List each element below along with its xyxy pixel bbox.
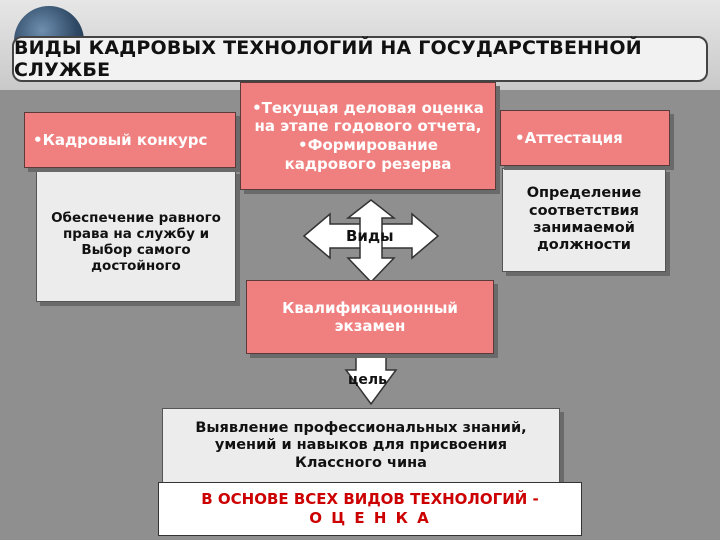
center-top-line-4: кадрового резерва: [284, 154, 452, 173]
right-label-box: •Аттестация: [500, 110, 670, 166]
right-label-text: •Аттестация: [515, 129, 623, 147]
center-bottom-box: Квалификационный экзамен: [246, 280, 494, 354]
center-bottom-text: Квалификационный экзамен: [282, 299, 458, 335]
left-description-box: Обеспечение равного права на службу и Вы…: [36, 170, 236, 302]
right-description-text: Определение соответствия занимаемой долж…: [526, 185, 642, 254]
goal-label: цель: [348, 372, 387, 388]
left-description-text: Обеспечение равного права на службу и Вы…: [51, 209, 221, 275]
goal-text: Выявление профессиональных знаний, умени…: [195, 419, 527, 471]
center-top-line-1: •Текущая деловая оценка: [252, 98, 484, 117]
center-top-line-2: на этапе годового отчета,: [254, 117, 482, 136]
center-top-line-3: •Формирование: [298, 136, 438, 154]
goal-down-arrow: [344, 353, 398, 406]
right-description-box: Определение соответствия занимаемой долж…: [502, 168, 666, 272]
center-top-box: •Текущая деловая оценка на этапе годовог…: [240, 82, 496, 190]
footer-line-1: В ОСНОВЕ ВСЕХ ВИДОВ ТЕХНОЛОГИЙ -: [201, 489, 539, 508]
goal-box: Выявление профессиональных знаний, умени…: [162, 408, 560, 484]
kinds-label: Виды: [346, 227, 394, 245]
page-title: ВИДЫ КАДРОВЫХ ТЕХНОЛОГИЙ НА ГОСУДАРСТВЕН…: [12, 36, 708, 82]
left-label-box: •Кадровый конкурс: [24, 112, 236, 168]
left-label-text: •Кадровый конкурс: [33, 131, 208, 149]
footer-box: В ОСНОВЕ ВСЕХ ВИДОВ ТЕХНОЛОГИЙ - О Ц Е Н…: [158, 482, 582, 536]
page-title-text: ВИДЫ КАДРОВЫХ ТЕХНОЛОГИЙ НА ГОСУДАРСТВЕН…: [14, 37, 642, 81]
footer-line-2: О Ц Е Н К А: [309, 509, 431, 527]
